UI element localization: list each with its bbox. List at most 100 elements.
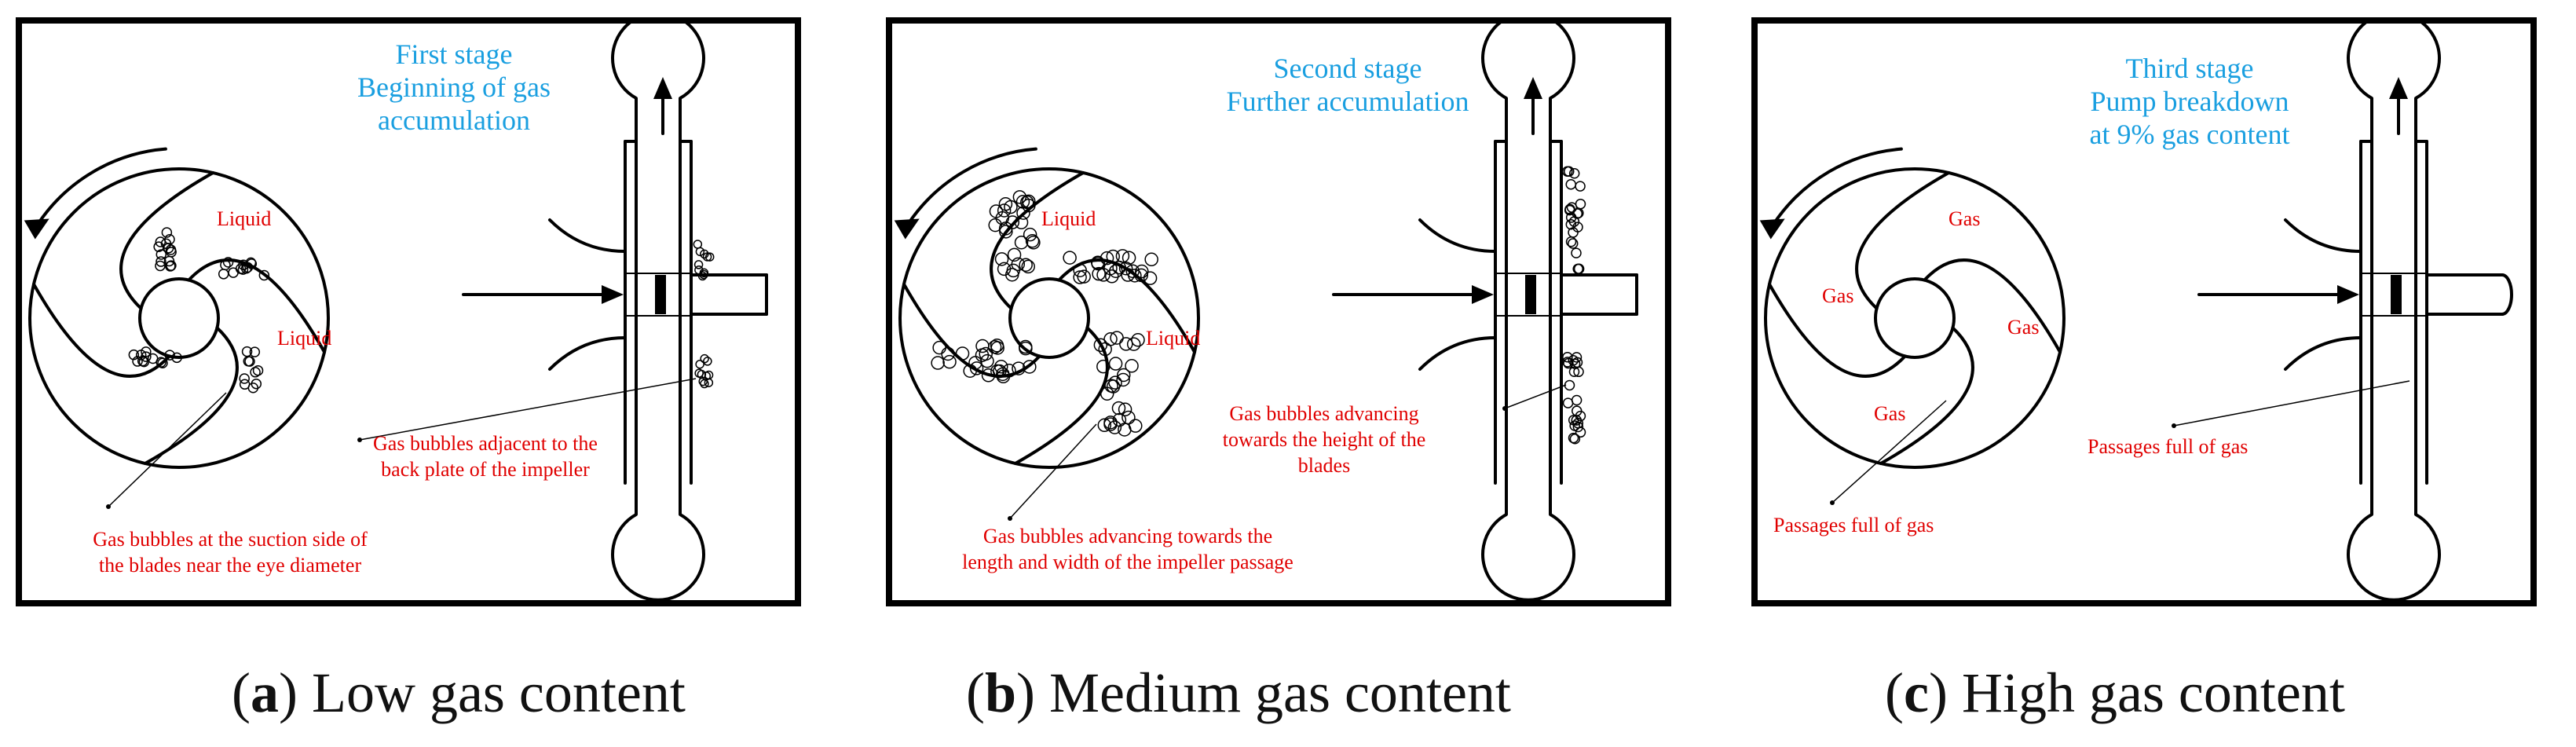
gas-bubble (694, 265, 704, 275)
gas-bubble (1096, 359, 1111, 374)
gas-bubble (1115, 249, 1130, 263)
gas-bubble (1125, 359, 1139, 373)
inlet-arrow-head (1472, 285, 1494, 304)
gas-bubble (1107, 420, 1122, 434)
gas-bubble (1129, 419, 1143, 433)
inlet-horn (2284, 336, 2362, 371)
gas-bubble (1103, 417, 1118, 431)
gas-bubble (1131, 333, 1145, 347)
stage-title: First stage Beginning of gas accumulatio… (357, 38, 551, 136)
gas-bubble (247, 382, 259, 394)
gas-bubble (994, 252, 1009, 266)
gas-bubble (1569, 434, 1581, 445)
outlet-bulb (2347, 24, 2441, 143)
gas-bubble (1568, 216, 1580, 227)
gas-bubble (995, 211, 1009, 225)
gas-bubble (694, 368, 704, 378)
gas-bubble (1077, 269, 1091, 284)
gas-bubble (1012, 190, 1027, 204)
gas-bubble (979, 346, 993, 361)
impeller-vane (31, 282, 171, 378)
leader-line (2173, 380, 2410, 427)
gas-bubble (693, 260, 704, 269)
inlet-horn (548, 218, 627, 253)
gas-bubble (1143, 271, 1158, 285)
impeller-eye (1008, 277, 1090, 359)
impeller-vane (143, 326, 239, 466)
caption-letter: a (250, 661, 279, 724)
gas-bubble (1098, 342, 1112, 357)
gas-bubble (969, 361, 984, 375)
outlet-arrow-head (2389, 77, 2408, 99)
gas-bubble (1093, 338, 1108, 353)
gas-bubble (942, 354, 957, 369)
gas-bubble (155, 260, 166, 272)
gas-bubble (1571, 247, 1582, 258)
gas-bubble (1097, 418, 1112, 433)
gas-bubble (1022, 194, 1036, 209)
inlet-horn (548, 336, 627, 371)
leader-line (1831, 400, 1947, 503)
leader-dot (357, 438, 362, 442)
inlet-horn (1418, 218, 1497, 253)
gas-bubble (1022, 198, 1036, 213)
gas-bubble (700, 379, 709, 389)
panel-low-gas: First stage Beginning of gas accumulatio… (16, 17, 801, 606)
label-gas: Gas (1874, 402, 1906, 425)
gas-bubble (141, 351, 152, 362)
panel-medium-gas: Second stage Further accumulation Liquid… (886, 17, 1671, 606)
impeller-eye (138, 277, 220, 359)
gas-bubble (163, 255, 175, 267)
rotation-arrow-head (1759, 218, 1785, 240)
inlet-bulb (1481, 482, 1575, 600)
gas-bubble (157, 357, 168, 369)
leader-line (108, 392, 227, 507)
pump-diagram-b (894, 24, 1638, 600)
inlet-arrow-head (2337, 285, 2359, 304)
gas-bubble (704, 370, 714, 380)
gas-bubble (1004, 200, 1018, 214)
label-gas: Gas (1948, 207, 1981, 230)
caption-text: Low gas content (311, 661, 686, 724)
rotation-arrow (1772, 147, 1903, 225)
gas-bubble (252, 364, 264, 376)
impeller-casing (898, 167, 1200, 469)
gas-bubble (990, 339, 1004, 353)
gas-bubble (975, 339, 990, 353)
gas-bubble (700, 353, 709, 364)
label-liquid: Liquid (277, 327, 332, 350)
gas-bubble (243, 356, 254, 367)
leader-line (1009, 423, 1097, 519)
label-gas: Gas (1822, 284, 1854, 307)
inlet-horn (2284, 218, 2362, 253)
gas-bubble (249, 346, 261, 357)
gas-bubble (1575, 427, 1586, 438)
gas-bubble (1571, 394, 1583, 406)
gas-bubble (1112, 412, 1127, 427)
gas-bubble (1567, 238, 1579, 249)
label-liquid: Liquid (1041, 207, 1096, 230)
gas-bubble (1019, 258, 1033, 272)
gas-bubble (156, 249, 167, 260)
gas-bubble (704, 252, 715, 262)
gas-bubble (1565, 218, 1577, 230)
outlet-bulb (611, 24, 705, 143)
gas-bubble (702, 252, 712, 262)
gas-bubble (228, 267, 239, 278)
gas-bubble (1122, 251, 1136, 265)
gas-bubble (700, 249, 709, 259)
impeller-vane (1855, 170, 1951, 310)
gas-bubble (1105, 269, 1119, 284)
gas-bubble (1561, 166, 1573, 177)
pump-diagram-c (1759, 24, 2513, 600)
impeller-vane (119, 170, 215, 310)
gas-bubble (135, 350, 147, 361)
gas-bubble (1014, 215, 1029, 229)
caption-text: Medium gas content (1049, 661, 1511, 724)
annotation-passages-impeller: Passages full of gas (1773, 514, 1934, 536)
gas-bubble (997, 262, 1012, 276)
gas-bubble (1125, 264, 1140, 278)
gas-bubble (1569, 420, 1580, 431)
gas-bubble (1564, 203, 1575, 215)
gas-bubble (1091, 255, 1105, 270)
